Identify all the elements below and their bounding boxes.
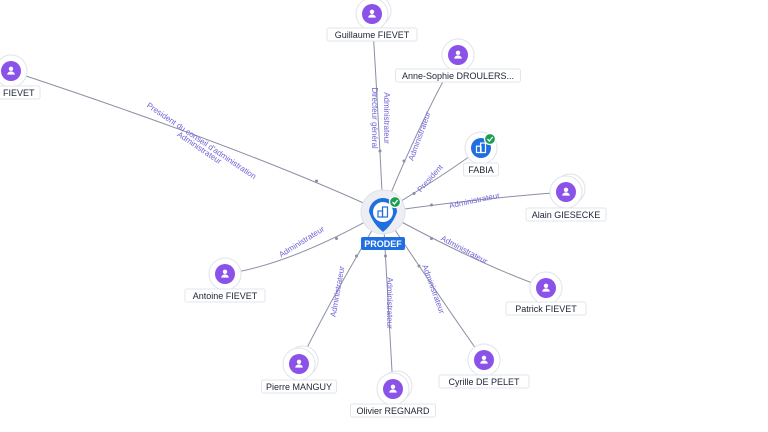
node-alain[interactable]: Alain GIESECKE (525, 173, 607, 222)
node-avatar (448, 45, 468, 65)
node-label: FABIA (468, 165, 494, 175)
node-olivier[interactable]: Olivier REGNARD (350, 370, 436, 418)
center-label: PRODEF (364, 239, 402, 249)
node-label-box (184, 288, 266, 303)
node-label-box (438, 374, 530, 389)
edge-arrow (412, 192, 416, 195)
edge-label: Administrateur (329, 265, 347, 318)
node-label: Alain GIESECKE (532, 210, 601, 220)
building-icon (377, 206, 389, 218)
node-cyrille[interactable]: Cyrille DE PELET (438, 343, 530, 389)
edge-arrow (430, 203, 433, 207)
node-label: Pierre MANGUY (266, 382, 332, 392)
check-icon (483, 132, 497, 146)
node-label-box (395, 68, 521, 83)
user-icon (221, 269, 229, 278)
user-icon (454, 50, 462, 59)
node-label: Olivier REGNARD (356, 406, 430, 416)
edge-label: President du conseil d'administration (145, 101, 258, 181)
node-label: Cyrille DE PELET (448, 377, 520, 387)
user-icon (480, 355, 488, 364)
node-nfievet[interactable]: n FIEVET (0, 54, 41, 100)
user-icon (368, 9, 376, 18)
node-label: Anne-Sophie DROULERS... (402, 71, 514, 81)
edge-label: President (415, 162, 445, 194)
node-label-box (505, 301, 587, 316)
edge-patrick (382, 211, 547, 289)
node-patrick[interactable]: Patrick FIEVET (505, 271, 587, 316)
user-icon (562, 187, 570, 196)
edge-label: Administrateur (385, 277, 394, 329)
node-guillaume[interactable]: Guillaume FIEVET (326, 0, 418, 42)
node-avatar (383, 379, 403, 399)
node-fabia[interactable]: FABIA (463, 131, 499, 177)
edge-arrow (378, 149, 382, 153)
edge-label: Administrateur (448, 191, 501, 211)
building-icon (475, 142, 487, 154)
edge-arrow (315, 179, 318, 183)
node-avatar (289, 354, 309, 374)
node-avatar (474, 350, 494, 370)
edge-alain (382, 191, 567, 213)
edge-arrow (335, 237, 338, 240)
center-node[interactable]: PRODEF (360, 189, 406, 250)
node-label-box (326, 27, 418, 42)
node-avatar (536, 278, 556, 298)
user-icon (295, 359, 303, 368)
node-label: n FIEVET (0, 88, 35, 98)
node-label-box (261, 379, 337, 394)
node-avatar (215, 264, 235, 284)
edge-label: Directeur général (370, 87, 379, 149)
node-label: Guillaume FIEVET (335, 30, 410, 40)
user-icon (389, 384, 397, 393)
check-icon (388, 195, 402, 209)
node-label: Antoine FIEVET (193, 291, 258, 301)
edge-arrow (384, 254, 387, 258)
edge-label: Administrateur (407, 110, 433, 162)
node-label-box (525, 207, 607, 222)
edge-arrow (402, 159, 406, 163)
node-label-box (0, 85, 41, 100)
center-label-box (361, 237, 405, 250)
node-label-box (350, 403, 436, 418)
edge-arrow (430, 237, 433, 240)
node-label: Patrick FIEVET (515, 304, 577, 314)
user-icon (542, 283, 550, 292)
user-icon (7, 66, 15, 75)
edge-label: Administrateur (382, 92, 391, 144)
edge-arrow (417, 264, 421, 268)
node-anne[interactable]: Anne-Sophie DROULERS... (395, 38, 521, 83)
edge-arrow (355, 254, 358, 258)
edge-label: Administrateur (277, 224, 326, 259)
node-label-box (463, 162, 499, 177)
edge-nfievet (10, 70, 384, 213)
edge-label: Administrateur (420, 263, 446, 315)
node-pierre[interactable]: Pierre MANGUY (261, 345, 337, 394)
node-antoine[interactable]: Antoine FIEVET (184, 257, 266, 303)
edge-label: Administrateur (439, 234, 489, 266)
